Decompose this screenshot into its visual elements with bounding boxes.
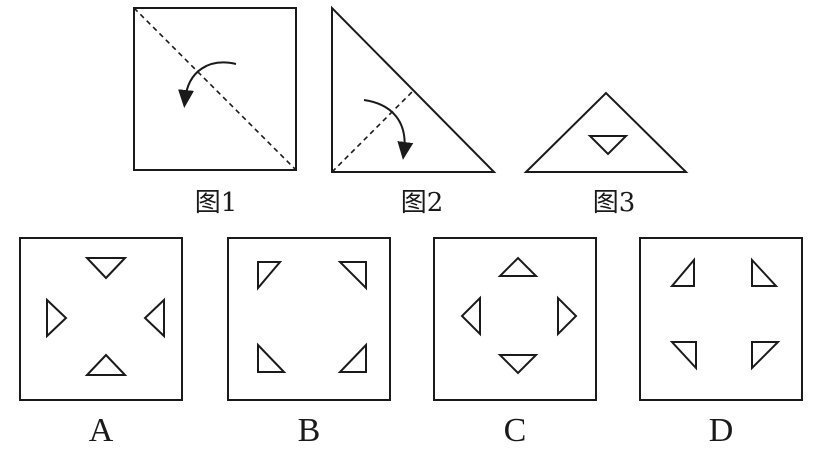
option-d-label[interactable]: D [708, 412, 734, 449]
figure-3-caption: 图3 [592, 188, 636, 218]
figure-1-fold-line [133, 7, 297, 171]
option-a-frame [19, 237, 183, 401]
option-d-cutout-top-left [669, 257, 695, 287]
figure-2-fold-line [331, 90, 414, 173]
option-b-cutout-top-right [337, 261, 367, 291]
option-b-cutout-bottom-right [337, 342, 367, 373]
option-c-cutout-left [460, 295, 481, 337]
option-d-frame [639, 237, 803, 401]
option-b-cutout-top-left [257, 261, 283, 291]
figure-3-folded-triangle [523, 91, 689, 173]
figure-1-caption: 图1 [194, 188, 238, 218]
option-a-square[interactable] [19, 237, 183, 401]
option-a-cutout-top [84, 257, 128, 280]
option-a-cutout-bottom [84, 353, 128, 376]
option-b-cutout-bottom-left [257, 342, 287, 373]
option-c-cutout-right [557, 295, 578, 337]
figure-1-square-fold [133, 7, 297, 171]
option-b-label[interactable]: B [297, 412, 321, 449]
option-b-frame [227, 237, 391, 401]
option-c-cutout-bottom [497, 354, 539, 375]
option-d-cutout-bottom-left [669, 341, 697, 371]
option-d-cutout-bottom-right [751, 341, 781, 371]
figure-1-square [133, 7, 297, 171]
option-a-cutout-right [143, 297, 165, 339]
option-a-label[interactable]: A [88, 412, 114, 449]
option-c-square[interactable] [433, 237, 597, 401]
figure-1-fold-arrow [178, 61, 237, 108]
figure-2-caption: 图2 [400, 188, 444, 218]
figure-2-triangle [331, 5, 497, 173]
option-c-label[interactable]: C [503, 412, 527, 449]
option-b-square[interactable] [227, 237, 391, 401]
option-c-frame [433, 237, 597, 401]
option-c-cutout-top [497, 256, 539, 277]
figure-3-triangle [523, 91, 689, 173]
figure-2-fold-arrow [363, 99, 414, 160]
figure-3-cutout [587, 135, 629, 156]
option-a-cutout-left [46, 297, 68, 339]
option-d-cutout-top-right [751, 257, 779, 287]
figure-2-triangle-fold [331, 5, 497, 173]
option-d-square[interactable] [639, 237, 803, 401]
